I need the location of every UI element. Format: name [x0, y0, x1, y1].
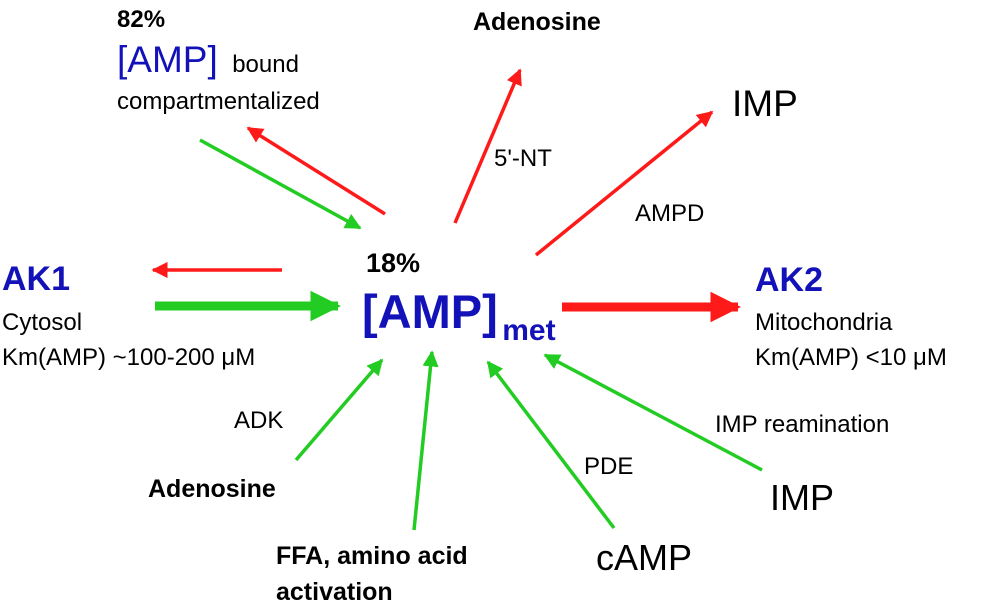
bound-word: bound: [232, 51, 299, 78]
arrow-to-adenosine: [453, 68, 522, 224]
adenosine-input-label: Adenosine: [148, 475, 276, 503]
arrow-from-bound-pool: [199, 138, 362, 230]
camp-label: cAMP: [596, 537, 692, 578]
arrow-from-imp: [543, 353, 763, 472]
arrow-to-imp: [534, 110, 714, 257]
ak2-km: Km(AMP) <10 μM: [755, 344, 947, 371]
arrow-to-bound-pool: [246, 126, 386, 216]
ak1-km: Km(AMP) ~100-200 μM: [2, 344, 255, 371]
bound-percent: 82%: [117, 6, 165, 33]
ak1-title: AK1: [2, 260, 70, 298]
adk-label: ADK: [234, 407, 283, 434]
pde-label: PDE: [584, 453, 633, 480]
nucleotidase-label: 5'-NT: [494, 145, 552, 172]
imp-output-label: IMP: [732, 83, 798, 124]
arrow-from-adenosine: [294, 358, 384, 462]
bound-compartment-label: compartmentalized: [117, 88, 320, 115]
center-amp-subscript: met: [502, 314, 555, 347]
center-amp: [AMP] met: [362, 285, 556, 347]
bound-amp-line: [AMP] bound: [117, 39, 299, 80]
bound-amp-label: [AMP]: [117, 39, 218, 80]
ffa-label-line2: activation: [276, 578, 393, 606]
ak1-location: Cytosol: [2, 309, 82, 336]
arrow-from-ffa: [412, 350, 439, 531]
arrow-from-camp: [486, 360, 616, 530]
imp-input-label: IMP: [770, 477, 834, 518]
ak2-location: Mitochondria: [755, 309, 893, 336]
imp-reamination-label: IMP reamination: [715, 411, 889, 438]
center-percent: 18%: [366, 248, 420, 278]
adenosine-output-label: Adenosine: [473, 8, 601, 36]
ak2-title: AK2: [755, 261, 823, 299]
ffa-label-line1: FFA, amino acid: [276, 542, 468, 570]
ampd-label: AMPD: [635, 200, 704, 227]
center-amp-label: [AMP]: [362, 285, 498, 338]
